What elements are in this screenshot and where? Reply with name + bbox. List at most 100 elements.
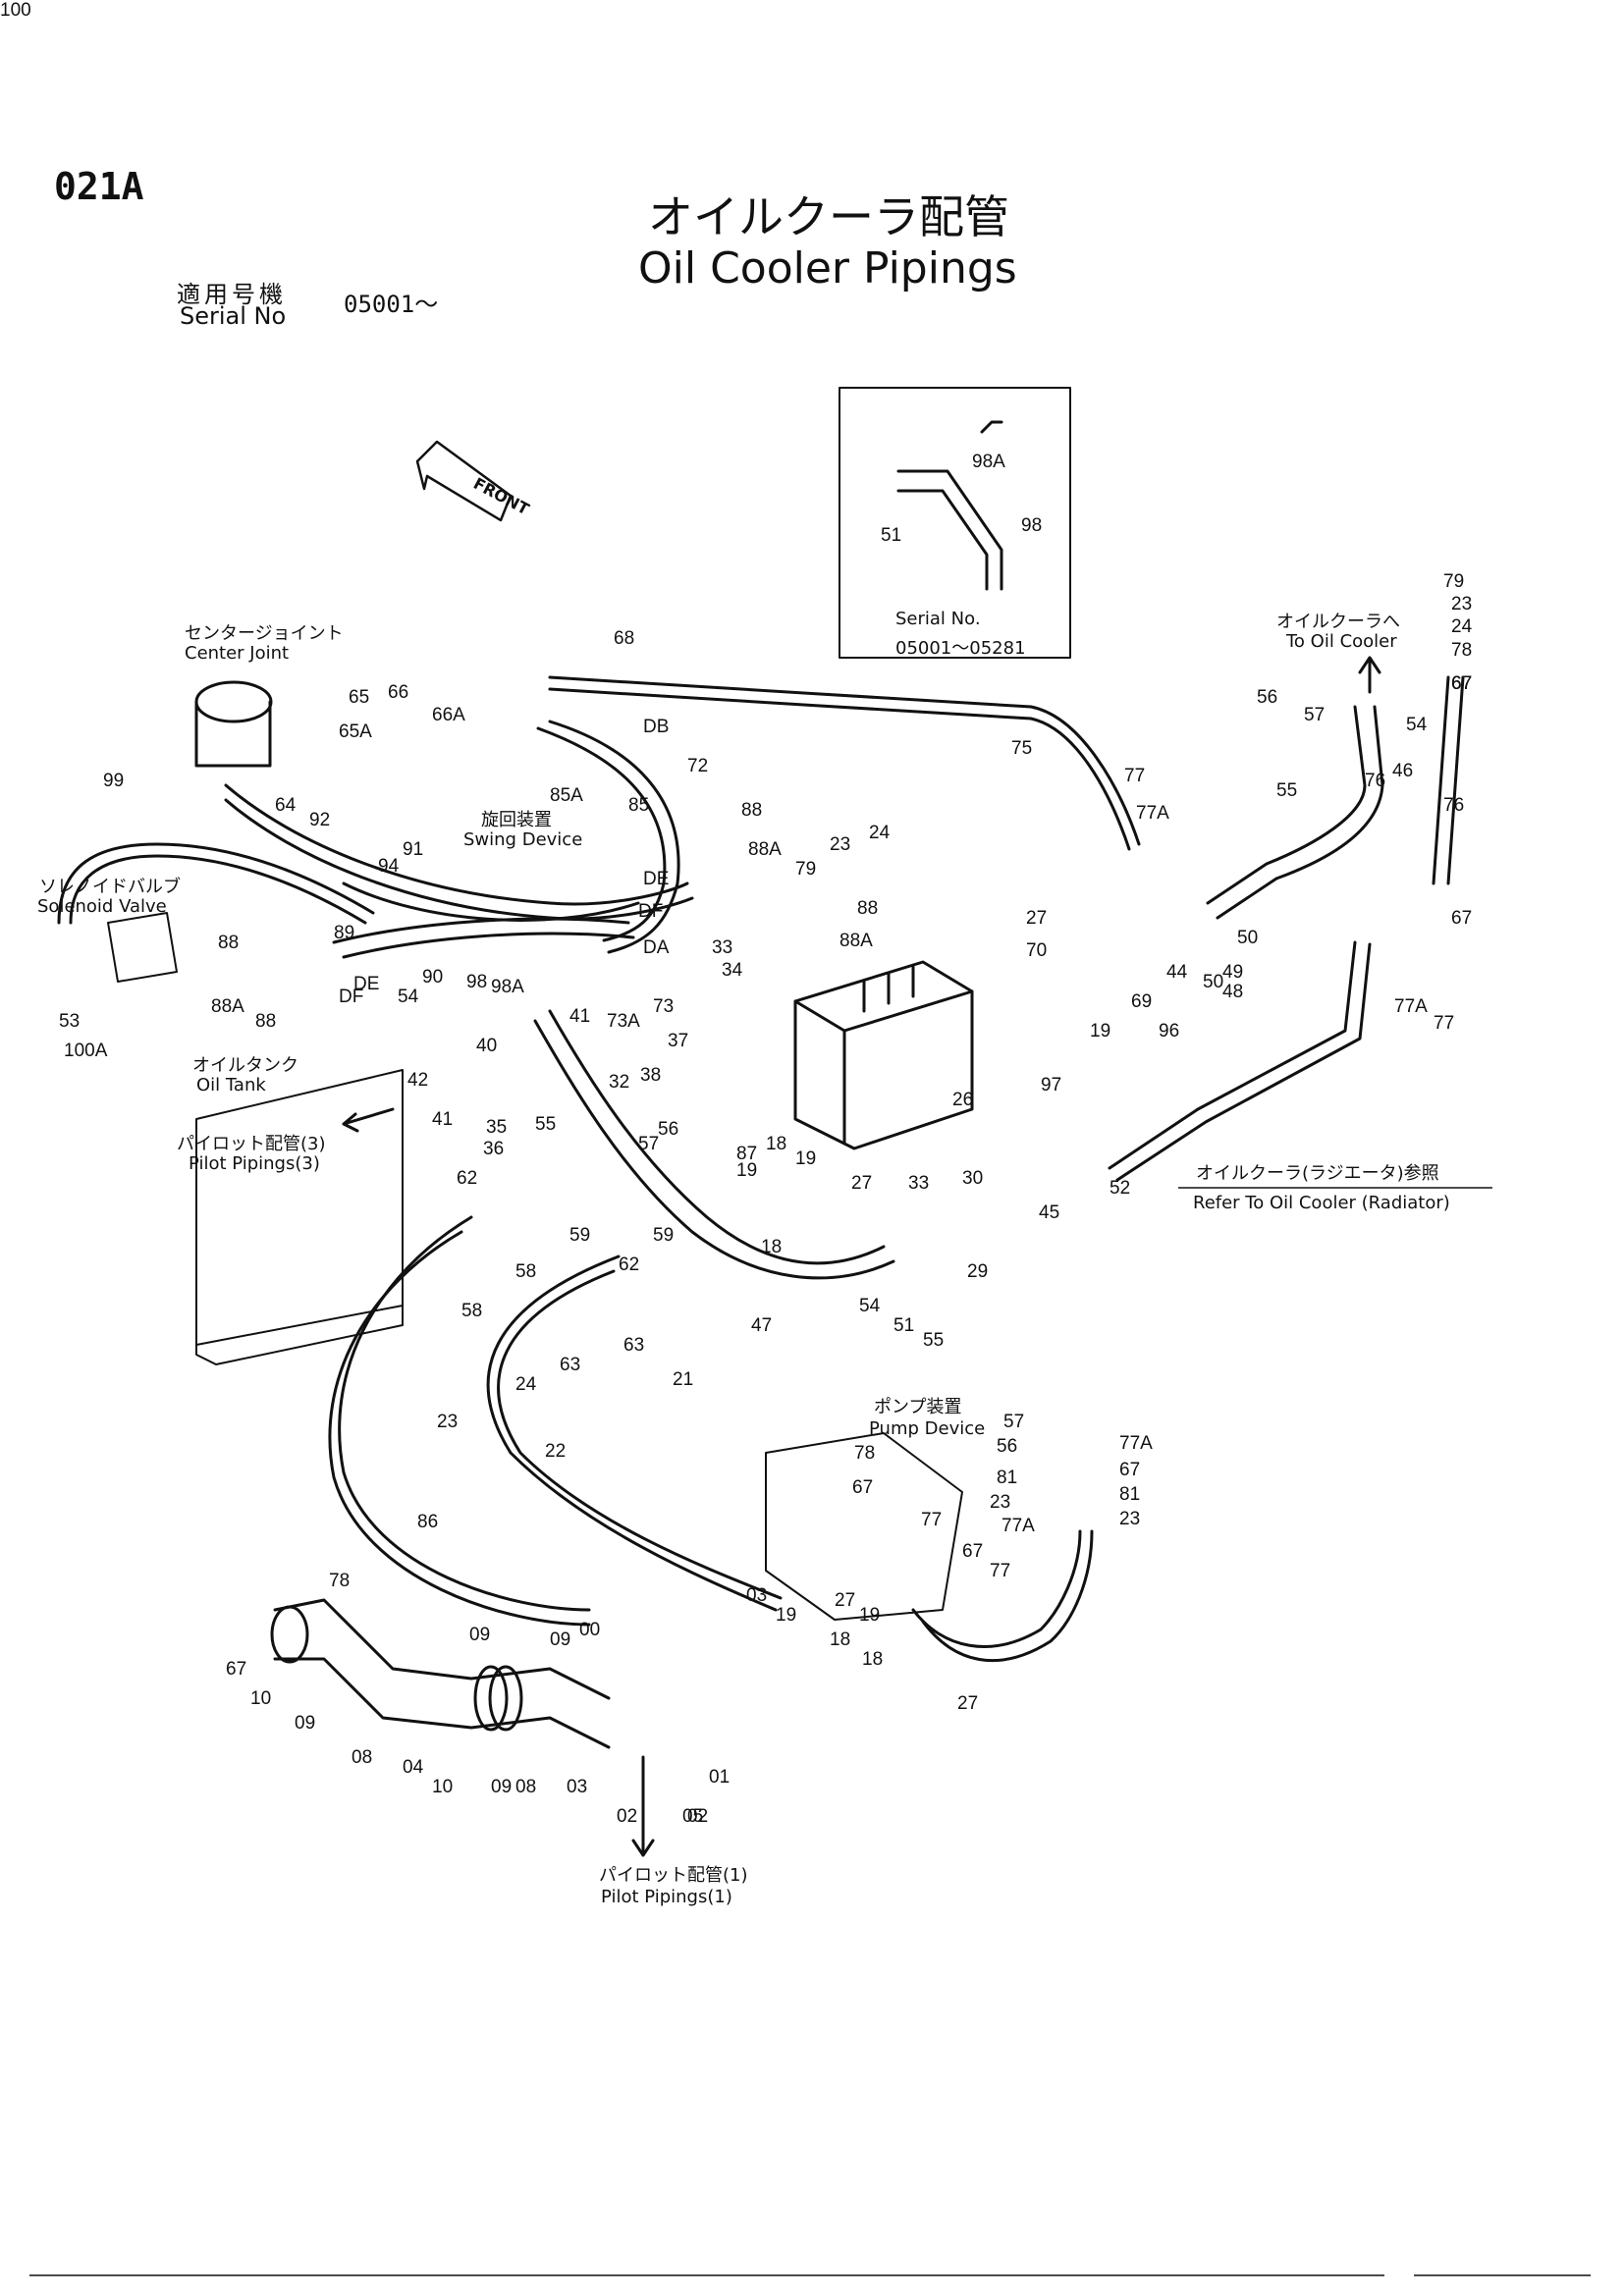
part-number-callout: 79 [795, 859, 817, 880]
to-oil-cooler-jp: オイルクーラへ [1276, 612, 1400, 632]
part-number-callout: 52 [1110, 1178, 1131, 1199]
part-number-callout: 27 [851, 1173, 873, 1194]
refer-oil-cooler-en: Refer To Oil Cooler (Radiator) [1193, 1193, 1450, 1213]
part-number-callout: 34 [722, 960, 743, 981]
part-number-callout: 50 [1237, 928, 1259, 948]
part-number-callout: 67 [1451, 673, 1473, 694]
part-number-callout: 40 [476, 1036, 498, 1056]
part-number-callout: 29 [967, 1261, 989, 1282]
part-number-callout: 65 [349, 687, 370, 708]
part-number-callout: 18 [766, 1134, 787, 1154]
part-number-callout: 42 [407, 1070, 429, 1091]
part-number-callout: 59 [569, 1225, 591, 1246]
part-number-callout: 08 [515, 1777, 537, 1797]
part-number-callout: DE [353, 974, 380, 994]
solenoid-valve-jp: ソレノイドバルブ [39, 877, 181, 897]
part-number-callout: 57 [1003, 1412, 1025, 1432]
part-number-callout: 10 [432, 1777, 454, 1797]
part-number-callout: 51 [881, 525, 902, 546]
part-number-callout: 86 [417, 1512, 439, 1532]
part-number-callout: 09 [491, 1777, 513, 1797]
part-number-callout: 09 [550, 1629, 571, 1650]
page-code: 021A [54, 165, 144, 208]
part-number-callout: 67 [226, 1659, 247, 1680]
part-number-callout: 33 [712, 937, 733, 958]
part-number-callout: 88 [741, 800, 763, 821]
part-number-callout: 58 [515, 1261, 537, 1282]
pump-device-en: Pump Device [869, 1418, 986, 1439]
part-number-callout: 57 [1304, 705, 1326, 725]
part-number-callout: DA [643, 937, 670, 958]
part-number-callout: 88A [748, 839, 782, 860]
part-number-callout: 19 [1090, 1021, 1111, 1041]
part-number-callout: 79 [1443, 571, 1465, 592]
part-number-callout: 77A [1119, 1433, 1153, 1454]
part-number-callout: 19 [859, 1605, 881, 1626]
part-number-callout: 73 [653, 996, 675, 1017]
part-number-callout: 67 [1451, 673, 1473, 694]
part-number-callout: 24 [515, 1374, 537, 1395]
part-number-callout: 99 [103, 771, 125, 791]
pilot-pipings-3-jp: パイロット配管(3) [177, 1134, 326, 1154]
part-number-callout: 23 [990, 1492, 1011, 1513]
part-number-callout: 63 [560, 1355, 581, 1375]
part-number-callout: 50 [1203, 972, 1224, 992]
to-oil-cooler-en: To Oil Cooler [1286, 631, 1397, 652]
inset-serial-range: 05001〜05281 [895, 638, 1026, 659]
part-number-callout: 66A [432, 705, 465, 725]
part-number-callout: 36 [483, 1139, 505, 1159]
part-number-callout: 78 [854, 1443, 876, 1464]
part-number-callout: 27 [1026, 908, 1048, 929]
part-number-callout: 76 [1443, 795, 1465, 816]
part-number-callout: 01 [709, 1767, 731, 1788]
part-number-callout: 63 [623, 1335, 645, 1356]
part-number-callout: 56 [658, 1119, 679, 1140]
part-number-callout: 55 [1276, 780, 1298, 801]
part-number-callout: 76 [1365, 771, 1386, 791]
part-number-callout: 23 [437, 1412, 459, 1432]
part-number-callout: 88 [857, 898, 879, 919]
part-number-callout: 98A [972, 452, 1005, 472]
part-number-callout: 09 [469, 1625, 491, 1645]
part-number-callout: 92 [309, 810, 331, 830]
part-number-callout: 77A [1136, 803, 1169, 824]
part-number-callout: 45 [1039, 1202, 1060, 1223]
part-number-callout: 69 [1131, 991, 1153, 1012]
part-number-callout: DF [638, 901, 664, 922]
part-number-callout: 24 [1451, 616, 1473, 637]
part-number-callout: 64 [275, 795, 297, 816]
part-number-callout: 24 [869, 823, 891, 843]
part-number-callout: 10 [250, 1688, 272, 1709]
part-number-callout: 38 [640, 1065, 662, 1086]
part-number-callout: 18 [830, 1629, 851, 1650]
part-number-callout: 98 [466, 972, 488, 992]
part-number-callout: 30 [962, 1168, 984, 1189]
swing-device-en: Swing Device [463, 829, 583, 850]
pilot-pipings-1-en: Pilot Pipings(1) [601, 1887, 732, 1907]
part-number-callout: 19 [795, 1148, 817, 1169]
page-title-en: Oil Cooler Pipings [638, 243, 1017, 294]
part-number-callout: 70 [1026, 940, 1048, 961]
part-number-callout: 91 [403, 839, 424, 860]
part-number-callout: 02 [687, 1806, 709, 1827]
part-number-callout: 67 [1119, 1460, 1141, 1480]
part-number-callout: 23 [1119, 1509, 1141, 1529]
part-number-callout: 55 [535, 1114, 557, 1135]
part-number-callout: 77 [921, 1510, 943, 1530]
oil-tank-jp: オイルタンク [192, 1055, 298, 1076]
part-number-callout: 23 [830, 834, 851, 855]
part-number-callout: 62 [457, 1168, 478, 1189]
part-number-callout: 75 [1011, 738, 1033, 759]
center-joint-jp: センタージョイント [185, 623, 344, 644]
part-number-callout: 08 [352, 1747, 373, 1768]
part-number-callout: 41 [569, 1006, 591, 1027]
pilot-pipings-3-en: Pilot Pipings(3) [189, 1153, 320, 1174]
part-number-callout: 32 [609, 1072, 630, 1093]
part-number-callout: 78 [1451, 640, 1473, 661]
part-number-callout: 81 [997, 1468, 1018, 1488]
part-number-callout: 35 [486, 1117, 508, 1138]
part-number-callout: 27 [835, 1590, 856, 1611]
part-number-callout: 03 [746, 1585, 768, 1606]
part-number-callout: 55 [923, 1330, 945, 1351]
